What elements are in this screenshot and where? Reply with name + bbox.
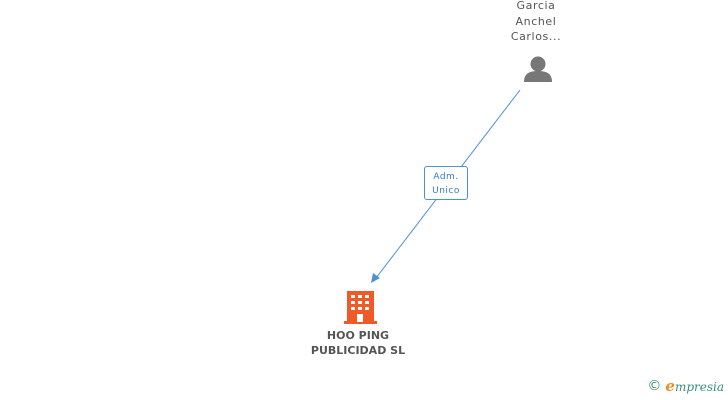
company-name-line: PUBLICIDAD SL [310,344,406,357]
brand-name-rest: mpresia [674,380,724,394]
relation-arrowhead [371,273,380,283]
person-icon[interactable] [524,56,552,83]
brand-watermark: © empresia [647,377,724,395]
company-name-line: HOO PING [326,329,390,342]
person-name[interactable]: Garcia Anchel Carlos... [488,0,584,45]
brand-logo: empresia [665,377,724,395]
copyright-icon: © [647,378,662,394]
brand-initial: e [665,377,675,395]
company-name[interactable]: HOO PING PUBLICIDAD SL [278,328,438,358]
person-name-line: Garcia [516,0,556,12]
relation-label: Adm. Unico [424,166,468,200]
relation-label-line: Adm. [433,172,459,182]
relation-label-line: Unico [432,186,460,196]
person-name-line: Anchel [515,14,557,28]
building-icon[interactable] [344,291,377,324]
person-name-line: Carlos... [510,30,562,43]
